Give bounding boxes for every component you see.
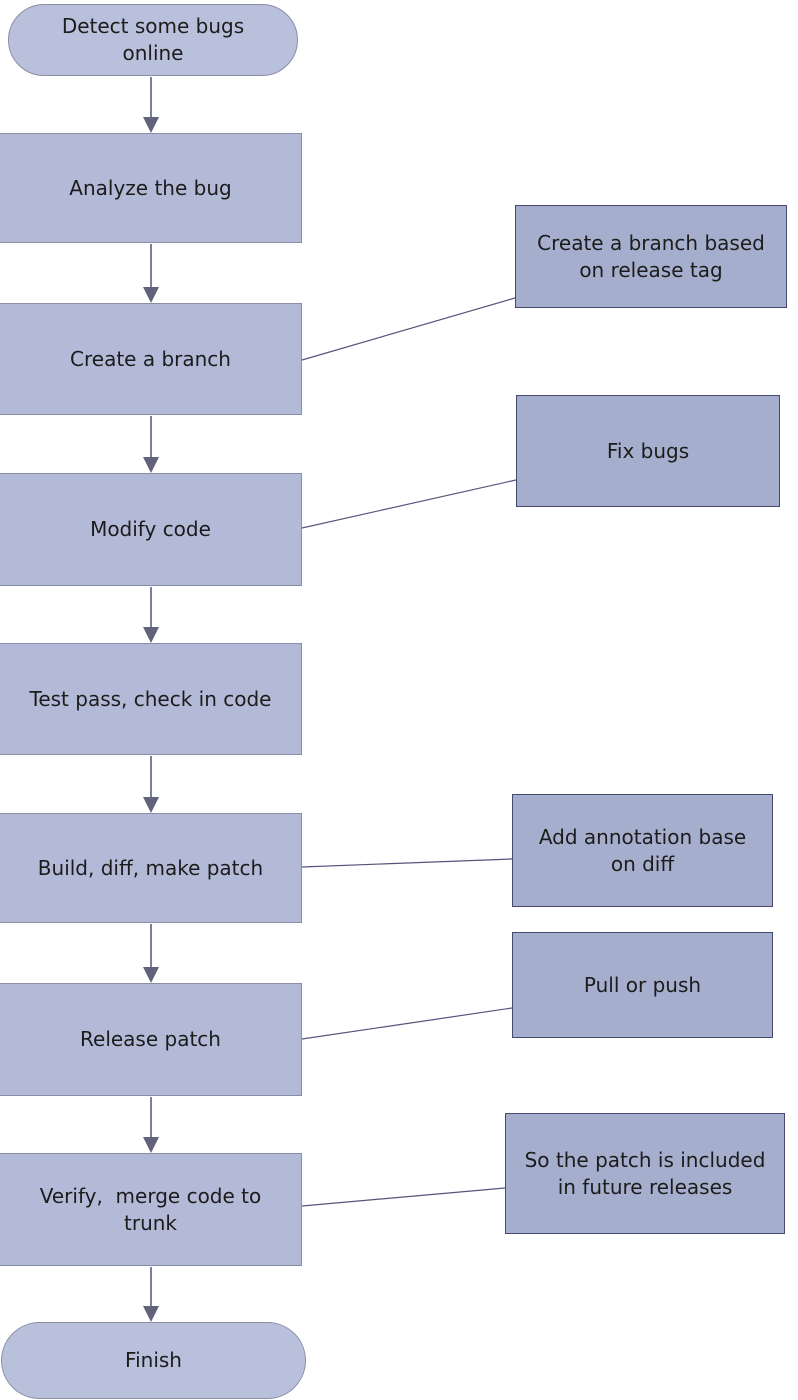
- annotation-pull-push-label: Pull or push: [583, 972, 702, 997]
- node-create-a-branch: Create a branch: [0, 303, 302, 415]
- node-release-patch-label: Release patch: [80, 1027, 221, 1051]
- annotation-fix-bugs: Fix bugs: [516, 395, 780, 507]
- annotation-future-release-label: So the patch is included in future relea…: [524, 1147, 766, 1199]
- connector-branch-note: [301, 297, 516, 361]
- node-test-pass-label: Test pass, check in code: [29, 686, 272, 711]
- edge-verify-merge-finish: [143, 1267, 159, 1322]
- annotation-diff-note-label: Add annotation base on diff: [538, 824, 747, 876]
- node-build-diff-make-patch: Build, diff, make patch: [0, 813, 302, 923]
- edge-create-branch-modify-code: [143, 416, 159, 473]
- node-analyze-the-bug: Analyze the bug: [0, 133, 302, 243]
- node-test-pass-check-in-code: Test pass, check in code: [0, 643, 302, 755]
- edge-test-pass-build-diff: [143, 756, 159, 813]
- annotation-fix-bugs-label: Fix bugs: [606, 438, 690, 463]
- node-analyze-label: Analyze the bug: [69, 175, 232, 200]
- annotation-create-branch-based-on-release-tag: Create a branch based on release tag: [515, 205, 787, 308]
- node-create-branch-label: Create a branch: [70, 346, 231, 371]
- connector-future-release-note: [301, 1187, 506, 1207]
- connector-pull-push-note: [301, 1007, 513, 1040]
- annotation-add-annotation-base-on-diff: Add annotation base on diff: [512, 794, 773, 907]
- node-release-patch: Release patch: [0, 983, 302, 1096]
- connector-fix-bugs-note: [301, 479, 517, 529]
- node-build-diff-label: Build, diff, make patch: [37, 855, 264, 880]
- node-verify-merge-code-to-trunk: Verify, merge code to trunk: [0, 1153, 302, 1266]
- node-finish: Finish: [1, 1322, 306, 1399]
- connector-diff-note: [301, 858, 513, 868]
- node-finish-label: Finish: [125, 1348, 182, 1372]
- node-modify-code: Modify code: [0, 473, 302, 586]
- annotation-patch-included-in-future-releases: So the patch is included in future relea…: [505, 1113, 785, 1234]
- node-start: Detect some bugs online: [8, 4, 298, 76]
- node-start-label: Detect some bugs online: [61, 14, 251, 65]
- edge-release-patch-verify-merge: [143, 1097, 159, 1153]
- edge-start-analyze: [143, 77, 159, 133]
- node-verify-merge-label: Verify, merge code to trunk: [39, 1183, 262, 1235]
- edge-analyze-create-branch: [143, 244, 159, 303]
- annotation-branch-note-label: Create a branch based on release tag: [537, 230, 765, 282]
- edge-modify-code-test-pass: [143, 587, 159, 643]
- edge-build-diff-release-patch: [143, 924, 159, 983]
- annotation-pull-or-push: Pull or push: [512, 932, 773, 1038]
- node-modify-code-label: Modify code: [90, 517, 211, 541]
